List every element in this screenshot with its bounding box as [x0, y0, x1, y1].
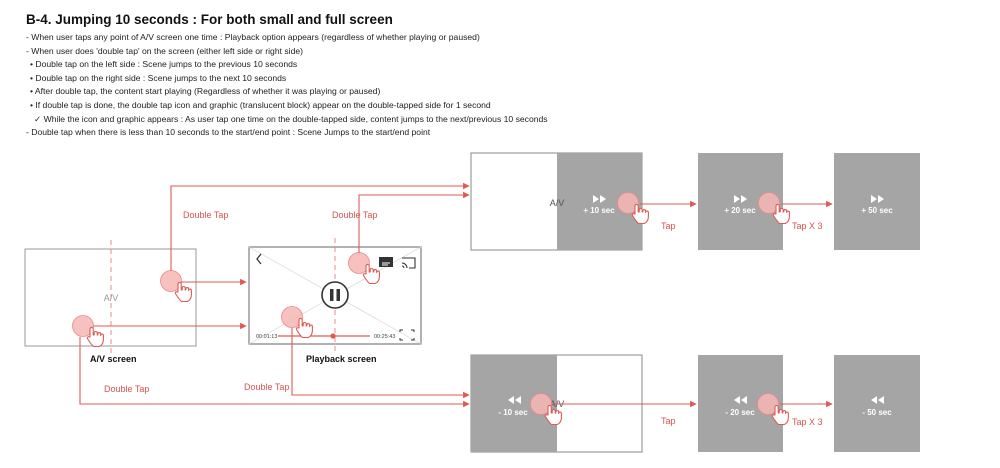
bullet-item: • Double tap on the left side : Scene ju…: [30, 59, 298, 70]
bullet-item: - Double tap when there is less than 10 …: [26, 127, 431, 138]
time-start: 00:01:13: [256, 334, 277, 340]
label-tap-x3: Tap X 3: [792, 221, 823, 231]
av-label: A/V: [104, 293, 119, 303]
bullet-item: • Double tap on the right side : Scene j…: [30, 72, 287, 83]
fast-forward-icon: [593, 195, 606, 203]
jump-label: + 20 sec: [724, 206, 756, 215]
subtitles-icon: [379, 257, 393, 267]
back-icon: [256, 253, 262, 265]
fast-forward-icon: [734, 195, 747, 203]
bullet-item: - When user does 'double tap' on the scr…: [26, 45, 303, 56]
label-tap-x3: Tap X 3: [792, 417, 823, 427]
label-double-tap: Double Tap: [332, 210, 378, 220]
playback-screen: 00:01:13 00:25:43: [248, 238, 422, 352]
backward-screen-3: - 50 sec: [834, 355, 920, 452]
forward-screen-3: + 50 sec: [834, 153, 920, 250]
description-list: - When user taps any point of A/V screen…: [26, 31, 548, 140]
label-double-tap: Double Tap: [244, 382, 290, 392]
bullet-item: - When user taps any point of A/V screen…: [26, 32, 480, 42]
time-end: 00:25:43: [374, 334, 395, 340]
fullscreen-icon: [399, 329, 415, 341]
label-tap: Tap: [661, 221, 676, 231]
forward-screen-1: A/V + 10 sec: [470, 152, 649, 251]
jump-label: - 50 sec: [862, 408, 892, 417]
jump-label: + 10 sec: [583, 206, 615, 215]
bullet-item: ✓ While the icon and graphic appears : A…: [34, 113, 548, 124]
rewind-icon: [734, 396, 747, 404]
jump-label: + 50 sec: [861, 206, 893, 215]
fast-forward-icon: [871, 195, 884, 203]
label-tap: Tap: [661, 416, 676, 426]
jump-label: - 20 sec: [725, 408, 755, 417]
jump-label: - 10 sec: [498, 408, 528, 417]
av-screen: A/V: [24, 240, 197, 354]
backward-screen-2: - 20 sec: [698, 355, 789, 452]
page-title: B-4. Jumping 10 seconds : For both small…: [26, 12, 393, 27]
caption-playback-screen: Playback screen: [306, 354, 377, 364]
rewind-icon: [871, 396, 884, 404]
caption-av-screen: A/V screen: [90, 354, 137, 364]
bullet-item: • After double tap, the content start pl…: [30, 86, 381, 97]
bullet-item: • If double tap is done, the double tap …: [30, 99, 491, 110]
rewind-icon: [508, 396, 521, 404]
label-double-tap: Double Tap: [104, 384, 150, 394]
cast-icon: [402, 257, 416, 269]
flow-arrows: [79, 182, 833, 408]
forward-screen-2: + 20 sec: [698, 153, 790, 250]
pause-icon: [321, 281, 349, 309]
av-label: A/V: [550, 198, 565, 208]
label-double-tap: Double Tap: [183, 210, 229, 220]
